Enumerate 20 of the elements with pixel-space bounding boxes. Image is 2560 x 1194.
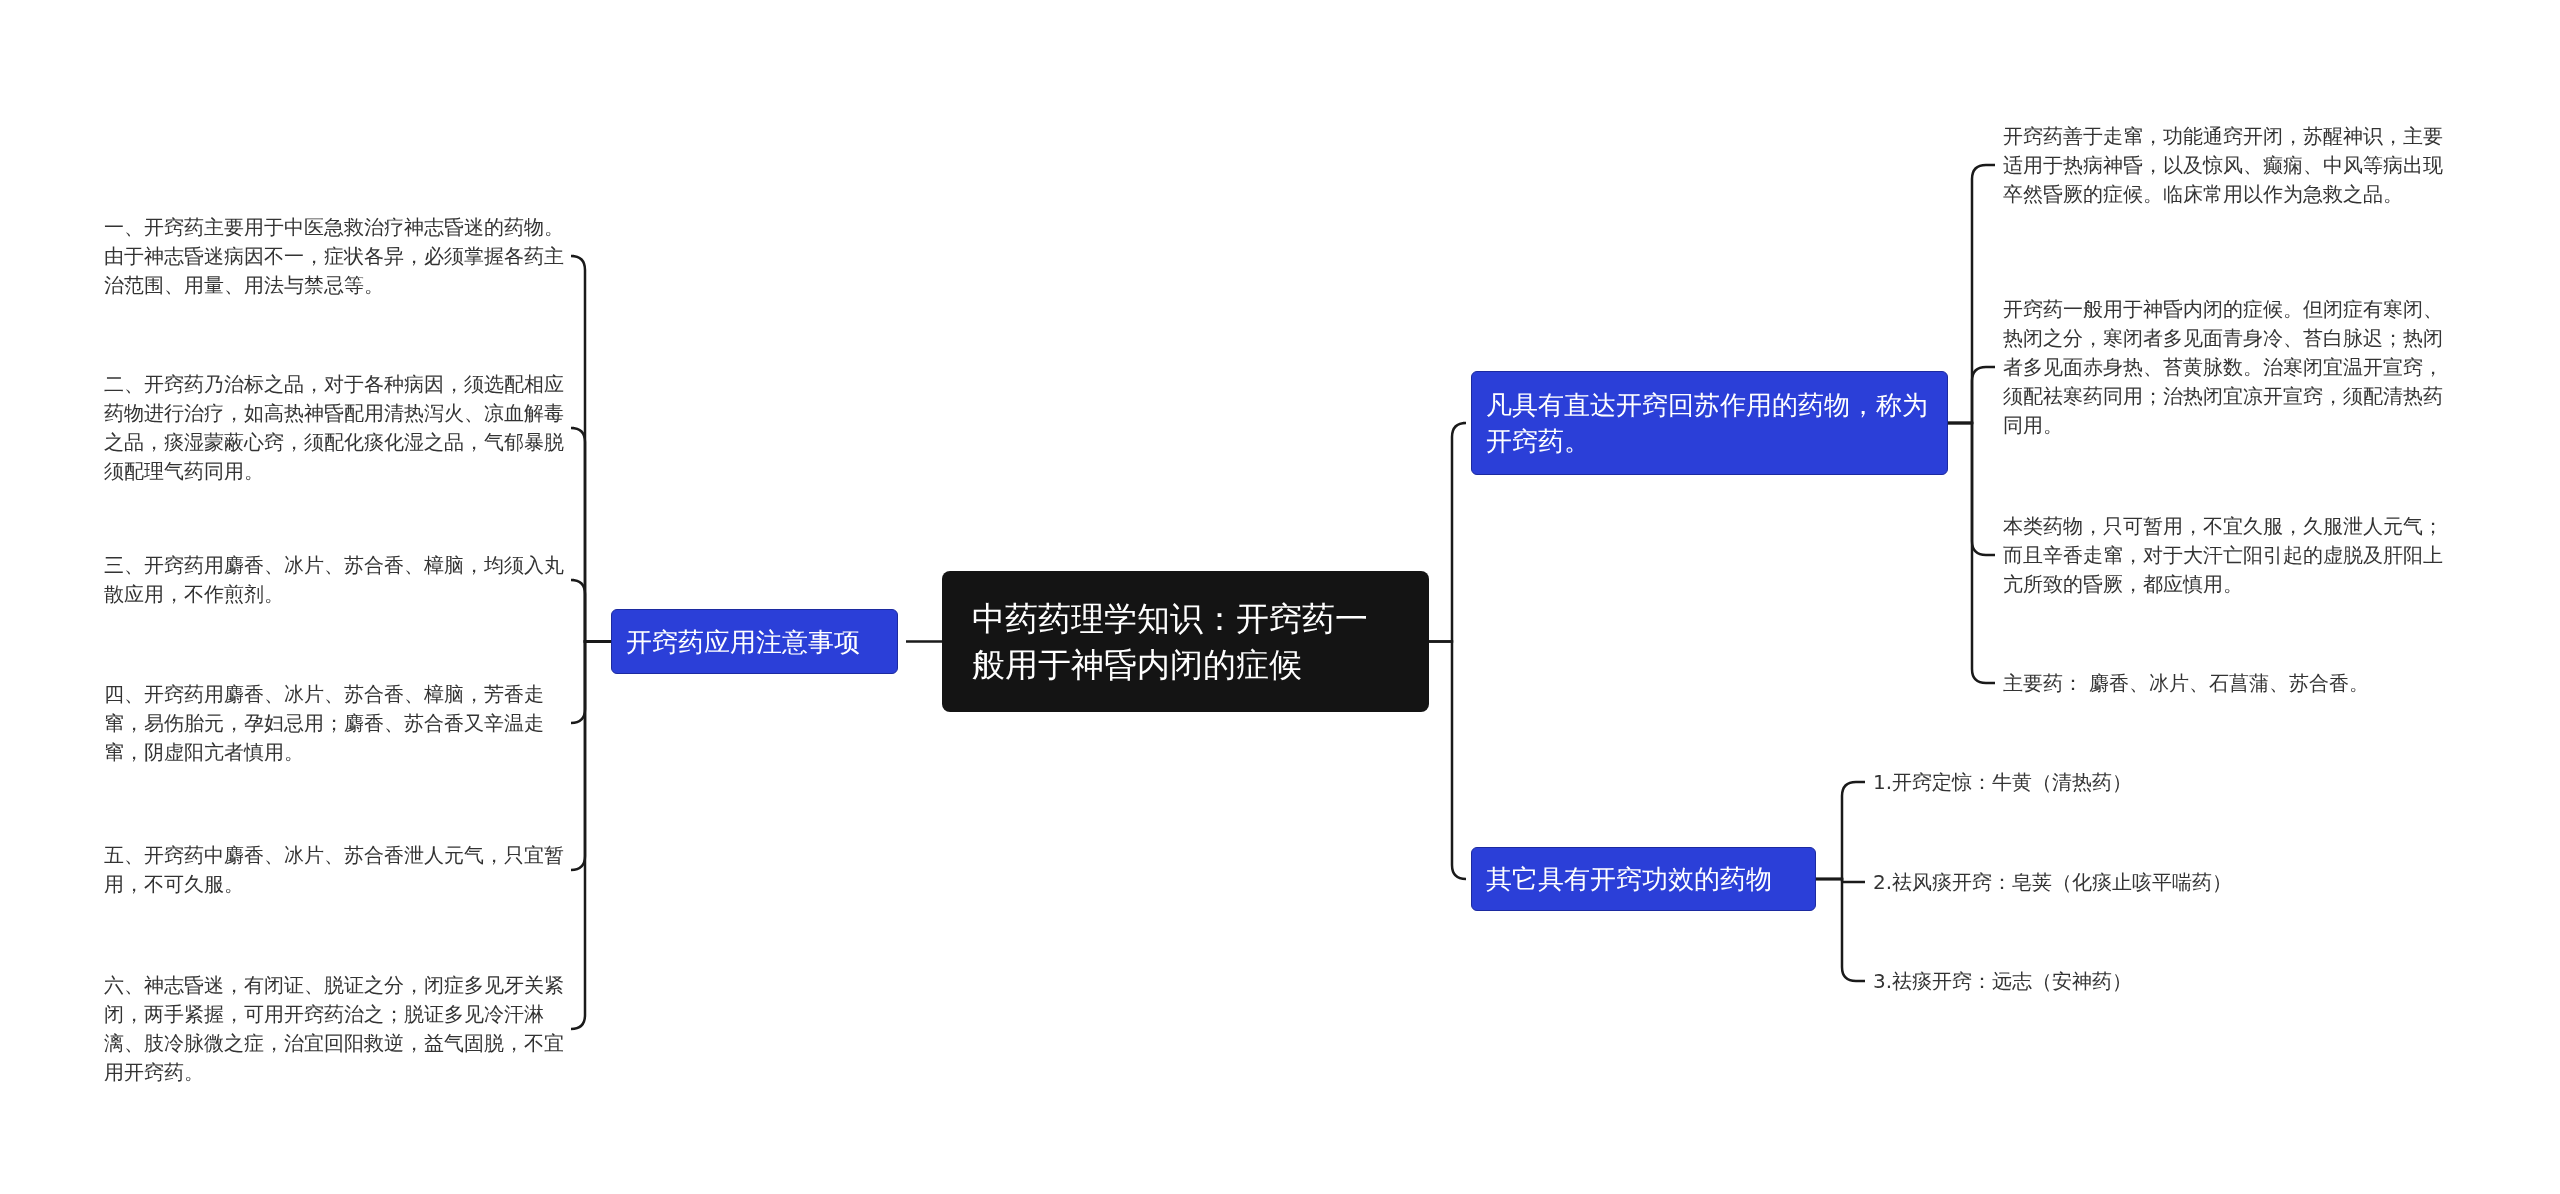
connector-line	[569, 640, 611, 1031]
note-text: 开窍药一般用于神昏内闭的症候。但闭症有寒闭、热闭之分，寒闭者多见面青身冷、苔白脉迟；热闭者多见面赤身热、苔黄脉数。治寒闭宜温开宣窍，须配祛寒药同用；治热闭宜凉开宣窍，须配清热药同用。	[2003, 295, 2444, 439]
note-text: 二、开窍药乃治标之品，对于各种病因，须选配相应药物进行治疗，如高热神昏配用清热泻火、凉血解毒之品，痰湿蒙蔽心窍，须配化痰化湿之品，气郁暴脱须配理气药同用。	[104, 371, 565, 485]
note-text: 六、神志昏迷，有闭证、脱证之分，闭症多见牙关紧闭，两手紧握，可用开窍药治之；脱证多见冷汗淋漓、肢冷脉微之症，治宜回阳救逆，益气固脱，不宜用开窍药。	[104, 972, 565, 1086]
note-text: 主要药： 麝香、冰片、石菖蒲、苏合香。	[2003, 669, 2370, 697]
connector-line	[906, 640, 942, 643]
topic-box: 中药药理学知识：开窍药一般用于神昏内闭的症候	[942, 571, 1429, 712]
note-text: 四、开窍药用麝香、冰片、苏合香、樟脑，芳香走窜，易伤胎元，孕妇忌用；麝香、苏合香又辛温走窜，阴虚阳亢者慎用。	[104, 680, 545, 766]
note-text: 开窍药善于走窜，功能通窍开闭，苏醒神识，主要适用于热病神昏，以及惊风、癫痫、中风等病出现卒然昏厥的症候。临床常用以作为急救之品。	[2003, 122, 2444, 208]
note-text: 五、开窍药中麝香、冰片、苏合香泄人元气，只宜暂用，不可久服。	[104, 842, 565, 898]
note-text: 1.开窍定惊：牛黄（清热药）	[1873, 768, 2133, 796]
connector-line	[1429, 640, 1468, 881]
note-text: 本类药物，只可暂用，不宜久服，久服泄人元气；而且辛香走窜，对于大汗亡阳引起的虚脱及肝阳上亢所致的昏厥，都应慎用。	[2003, 512, 2444, 598]
branch-box: 凡具有直达开窍回苏作用的药物，称为开窍药。	[1471, 371, 1948, 475]
branch-box: 其它具有开窍功效的药物	[1471, 847, 1816, 911]
note-text: 2.祛风痰开窍：皂荚（化痰止咳平喘药）	[1873, 868, 2233, 896]
note-text: 3.祛痰开窍：远志（安神药）	[1873, 967, 2133, 995]
branch-box: 开窍药应用注意事项	[611, 609, 898, 674]
note-text: 一、开窍药主要用于中医急救治疗神志昏迷的药物。由于神志昏迷病因不一，症状各异，必须掌握各药主治范围、用量、用法与禁忌等。	[104, 213, 565, 299]
note-text: 三、开窍药用麝香、冰片、苏合香、樟脑，均须入丸散应用，不作煎剂。	[104, 552, 565, 608]
